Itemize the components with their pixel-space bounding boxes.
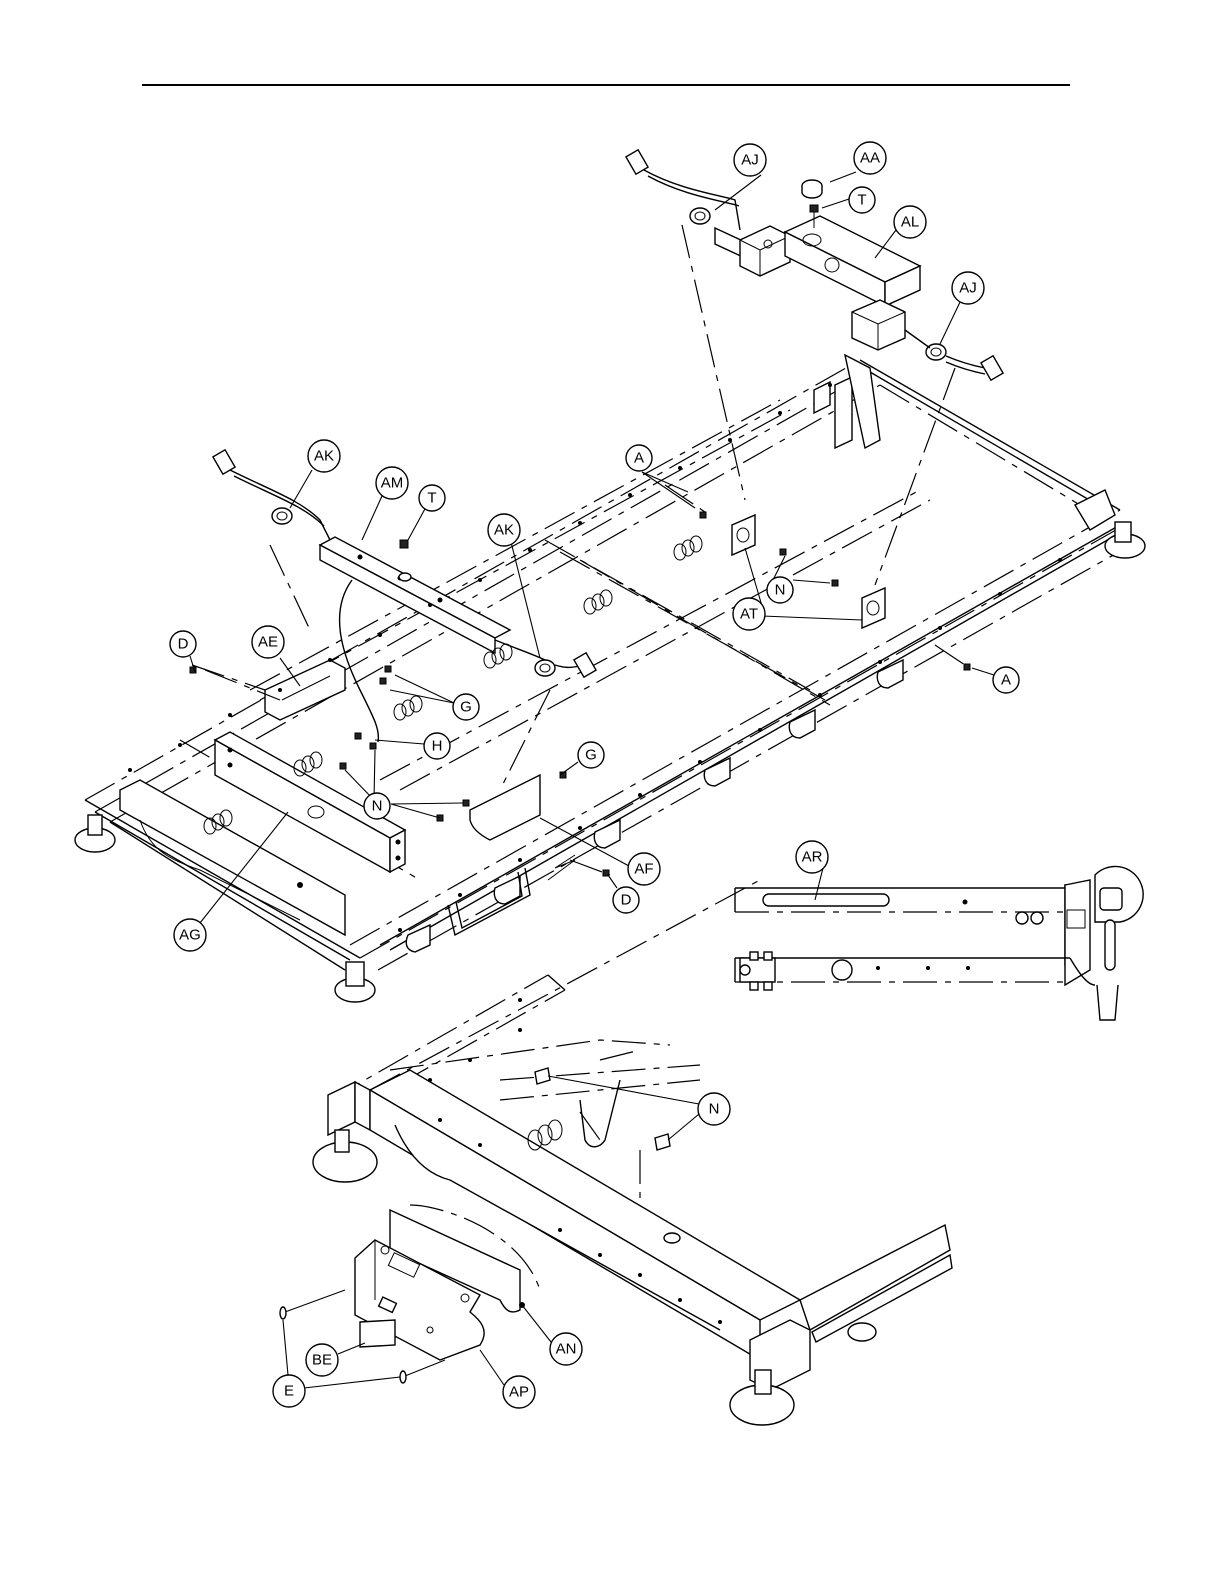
svg-text:AR: AR bbox=[802, 849, 823, 866]
svg-text:AN: AN bbox=[556, 1341, 577, 1358]
svg-text:AG: AG bbox=[179, 927, 201, 944]
svg-text:G: G bbox=[460, 699, 472, 716]
svg-text:AK: AK bbox=[314, 448, 334, 465]
callout-ae: AE bbox=[252, 626, 284, 658]
svg-text:BE: BE bbox=[312, 1352, 332, 1369]
svg-text:T: T bbox=[427, 490, 436, 507]
callout-ak-right: AK bbox=[488, 514, 520, 546]
svg-text:H: H bbox=[432, 738, 443, 755]
svg-text:AL: AL bbox=[901, 214, 919, 231]
svg-text:AJ: AJ bbox=[959, 280, 977, 297]
callout-ag: AG bbox=[174, 919, 206, 951]
svg-text:E: E bbox=[284, 1383, 294, 1400]
svg-text:AA: AA bbox=[860, 150, 880, 167]
svg-text:AM: AM bbox=[381, 475, 404, 492]
svg-text:AE: AE bbox=[258, 634, 278, 651]
callout-e: E bbox=[273, 1375, 305, 1407]
callout-an: AN bbox=[550, 1333, 582, 1365]
svg-text:AT: AT bbox=[740, 606, 758, 623]
foot-end-detail bbox=[280, 880, 952, 1425]
callout-ap: AP bbox=[503, 1376, 535, 1408]
svg-text:A: A bbox=[634, 450, 644, 467]
sensor-assembly-top bbox=[626, 150, 1003, 380]
callout-d-right: D bbox=[613, 887, 639, 913]
callout-d-left: D bbox=[170, 631, 196, 657]
svg-text:T: T bbox=[857, 192, 866, 209]
callout-n-main: N bbox=[364, 793, 390, 819]
detail-ar-side-view bbox=[735, 866, 1143, 1020]
svg-text:AJ: AJ bbox=[741, 152, 759, 169]
callout-a-right: A bbox=[993, 667, 1019, 693]
callout-at: AT bbox=[733, 598, 765, 630]
callout-n-right: N bbox=[767, 577, 793, 603]
svg-text:N: N bbox=[709, 1101, 720, 1118]
callout-t-top: T bbox=[849, 187, 875, 213]
callout-ak-left: AK bbox=[308, 440, 340, 472]
callout-n-bottom: N bbox=[698, 1093, 730, 1125]
callout-am: AM bbox=[376, 467, 408, 499]
svg-text:AK: AK bbox=[494, 522, 514, 539]
svg-text:G: G bbox=[585, 747, 597, 764]
callout-h: H bbox=[424, 733, 450, 759]
callout-a-top: A bbox=[626, 445, 652, 471]
callout-ar: AR bbox=[796, 841, 828, 873]
callout-al: AL bbox=[894, 206, 926, 238]
svg-text:A: A bbox=[1001, 672, 1011, 689]
svg-text:N: N bbox=[775, 582, 786, 599]
svg-text:N: N bbox=[372, 798, 383, 815]
svg-text:AF: AF bbox=[634, 861, 653, 878]
callout-aj-right: AJ bbox=[952, 272, 984, 304]
svg-text:AP: AP bbox=[509, 1384, 529, 1401]
callout-aa: AA bbox=[854, 142, 886, 174]
callout-t-main: T bbox=[419, 485, 445, 511]
callout-aj-top: AJ bbox=[734, 144, 766, 176]
main-frame bbox=[75, 355, 1145, 1002]
callout-af: AF bbox=[628, 853, 660, 885]
svg-text:D: D bbox=[178, 636, 189, 653]
callout-be: BE bbox=[306, 1344, 338, 1376]
callout-g-right: G bbox=[578, 742, 604, 768]
callout-g-left: G bbox=[453, 694, 479, 720]
svg-text:D: D bbox=[621, 892, 632, 909]
